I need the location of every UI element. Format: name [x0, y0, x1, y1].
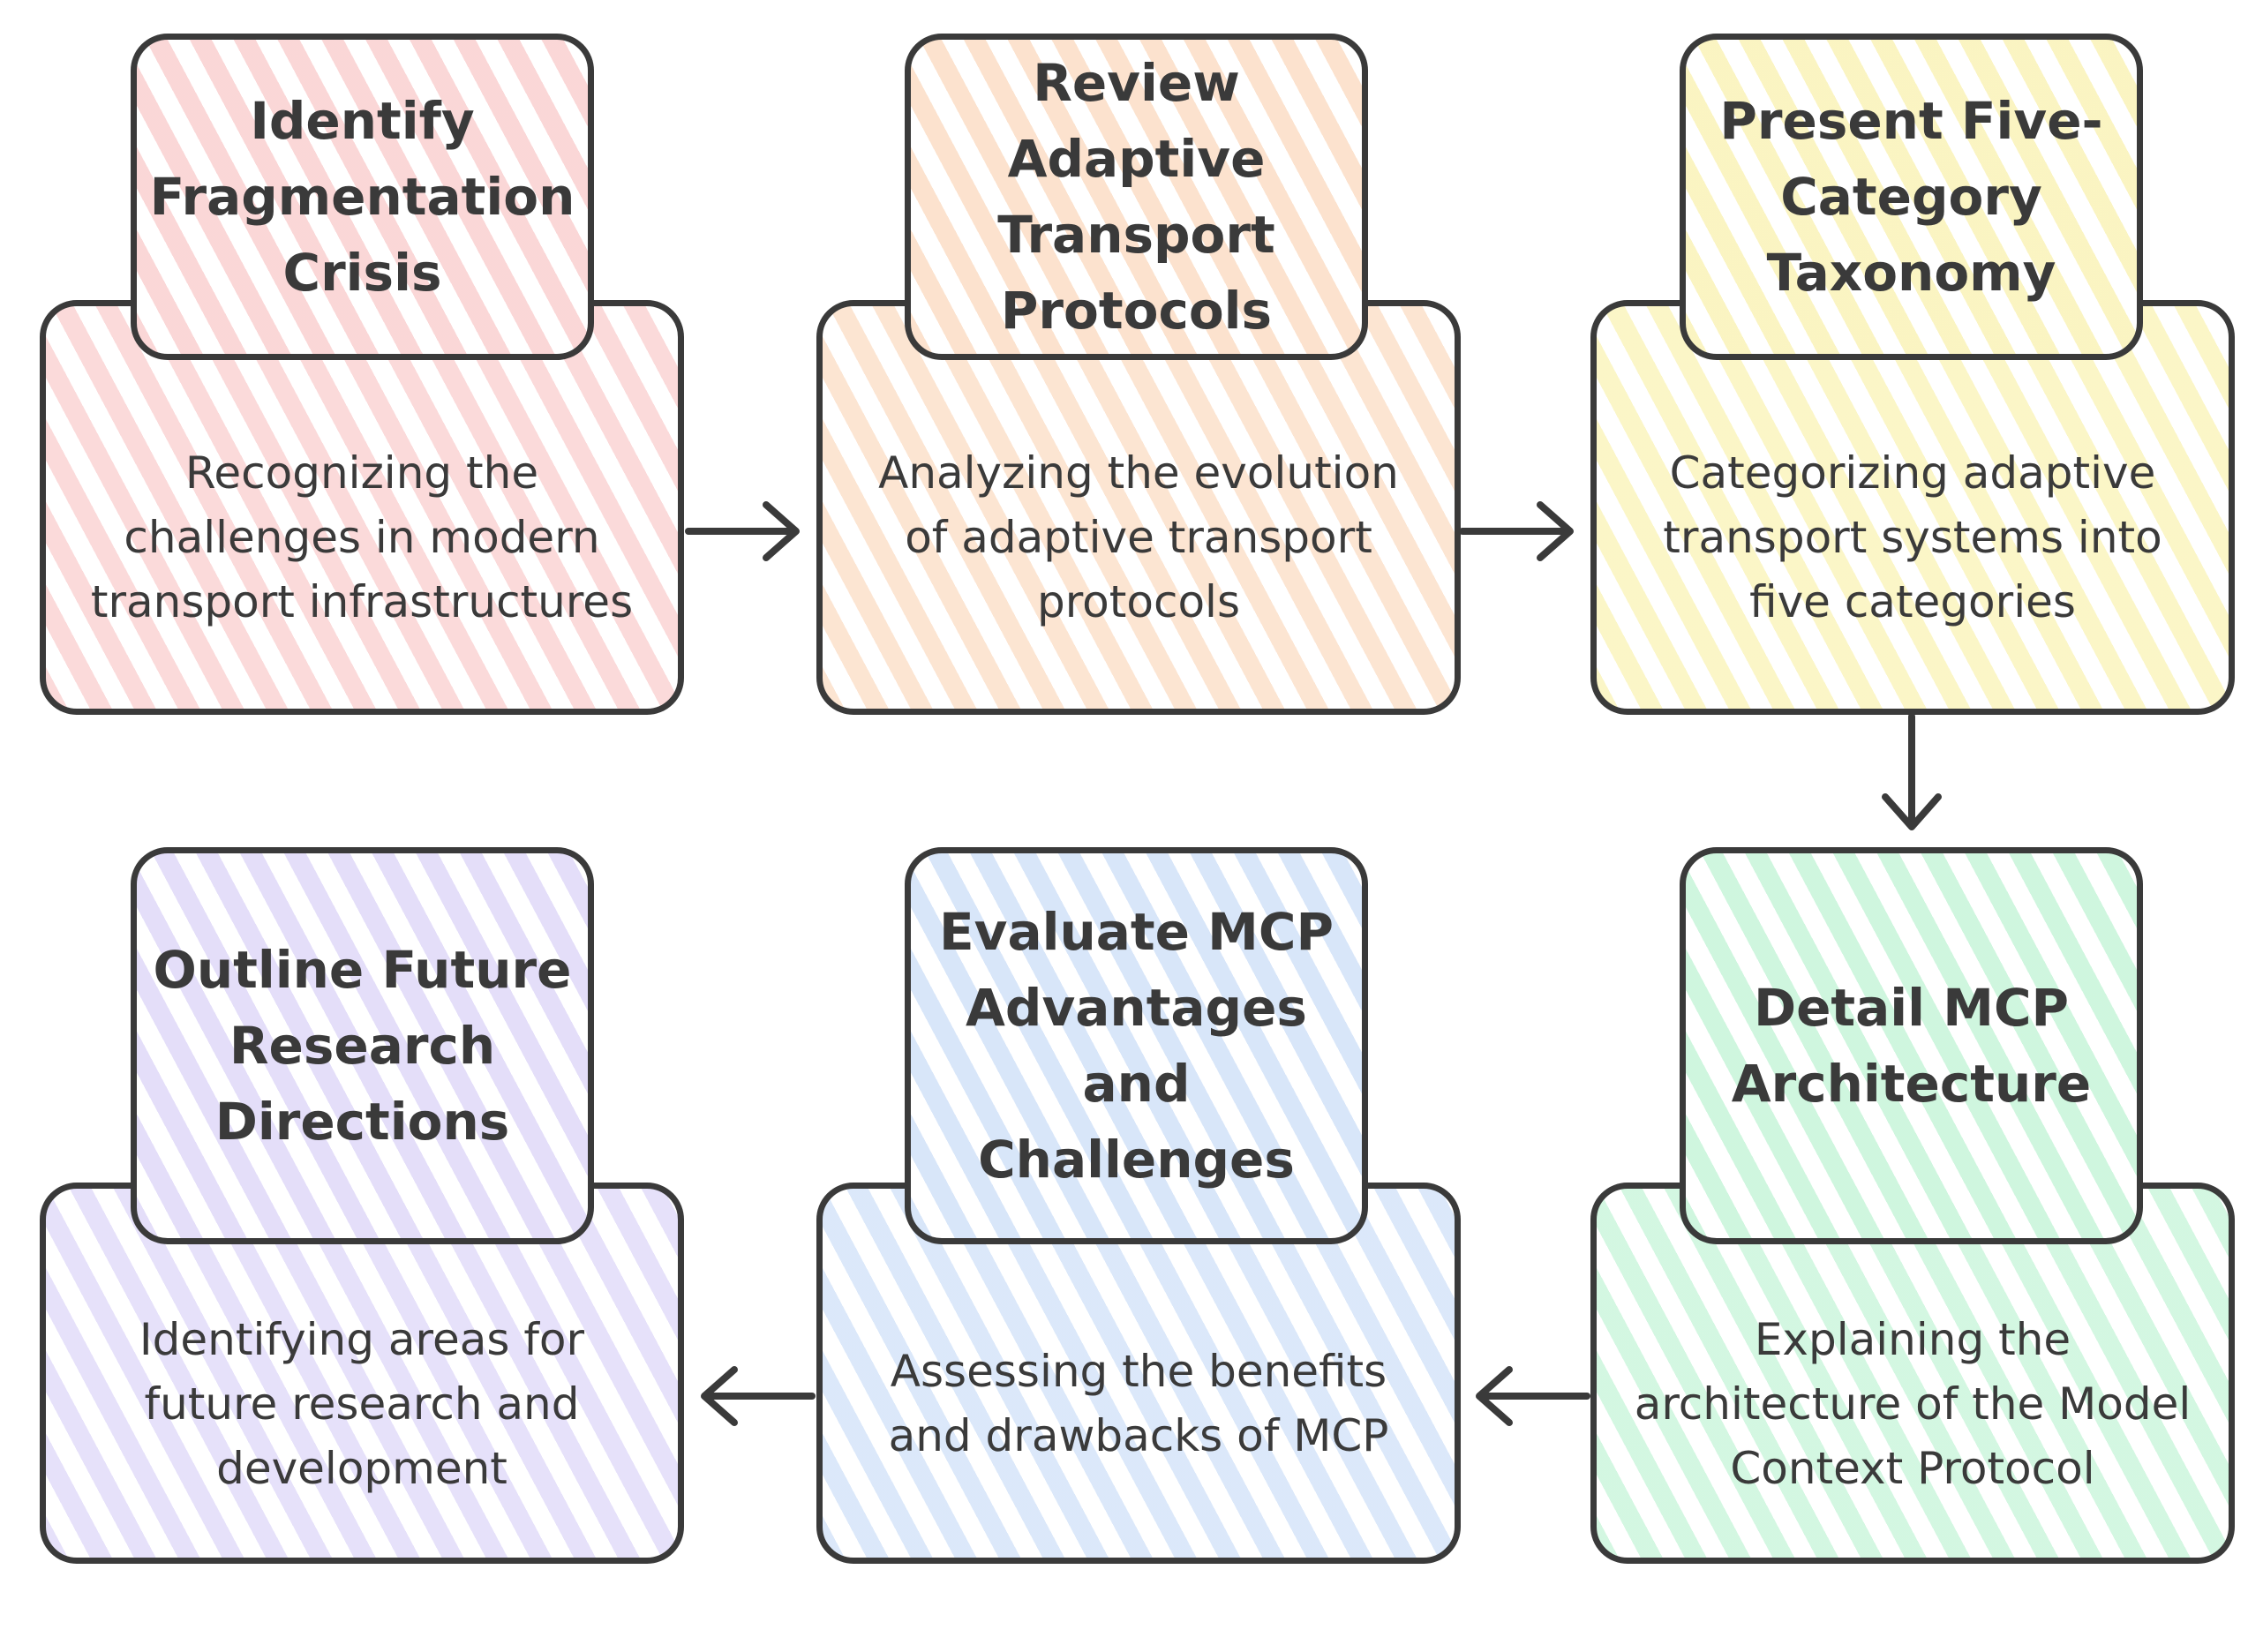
step-title: Evaluate MCP Advantages and Challenges — [939, 902, 1334, 1190]
step-body-box: Identifying areas for future research an… — [40, 1183, 684, 1564]
step-title: Detail MCP Architecture — [1731, 978, 2092, 1114]
arrow-step5-to-step6 — [701, 1366, 816, 1426]
step-title: Review Adaptive Transport Protocols — [997, 53, 1275, 341]
arrow-step4-to-step5 — [1476, 1366, 1590, 1426]
step-title-box: Review Adaptive Transport Protocols — [905, 34, 1368, 360]
step-description: Categorizing adaptive transport systems … — [1663, 447, 2162, 627]
step-title: Outline Future Research Directions — [153, 940, 572, 1152]
step-description: Identifying areas for future research an… — [139, 1313, 585, 1494]
step-title-box: Evaluate MCP Advantages and Challenges — [905, 847, 1368, 1244]
arrow-step2-to-step3 — [1459, 501, 1574, 561]
step-body-box: Explaining the architecture of the Model… — [1590, 1183, 2235, 1564]
step-description: Recognizing the challenges in modern tra… — [90, 447, 634, 627]
step-title: Present Five-Category Taxonomy — [1719, 91, 2103, 303]
step-body-box: Assessing the benefits and drawbacks of … — [816, 1183, 1461, 1564]
step-description: Assessing the benefits and drawbacks of … — [888, 1346, 1389, 1461]
step-title-box: Outline Future Research Directions — [131, 847, 594, 1244]
step-title-box: Detail MCP Architecture — [1680, 847, 2143, 1244]
step-title-box: Identify Fragmentation Crisis — [131, 34, 594, 360]
step-description: Analyzing the evolution of adaptive tran… — [878, 447, 1399, 627]
step-title: Identify Fragmentation Crisis — [149, 91, 575, 303]
arrow-step1-to-step2 — [685, 501, 800, 561]
step-title-box: Present Five-Category Taxonomy — [1680, 34, 2143, 360]
arrow-step3-to-step4 — [1882, 713, 1942, 830]
step-body-box: Recognizing the challenges in modern tra… — [40, 300, 684, 715]
step-description: Explaining the architecture of the Model… — [1634, 1313, 2192, 1494]
